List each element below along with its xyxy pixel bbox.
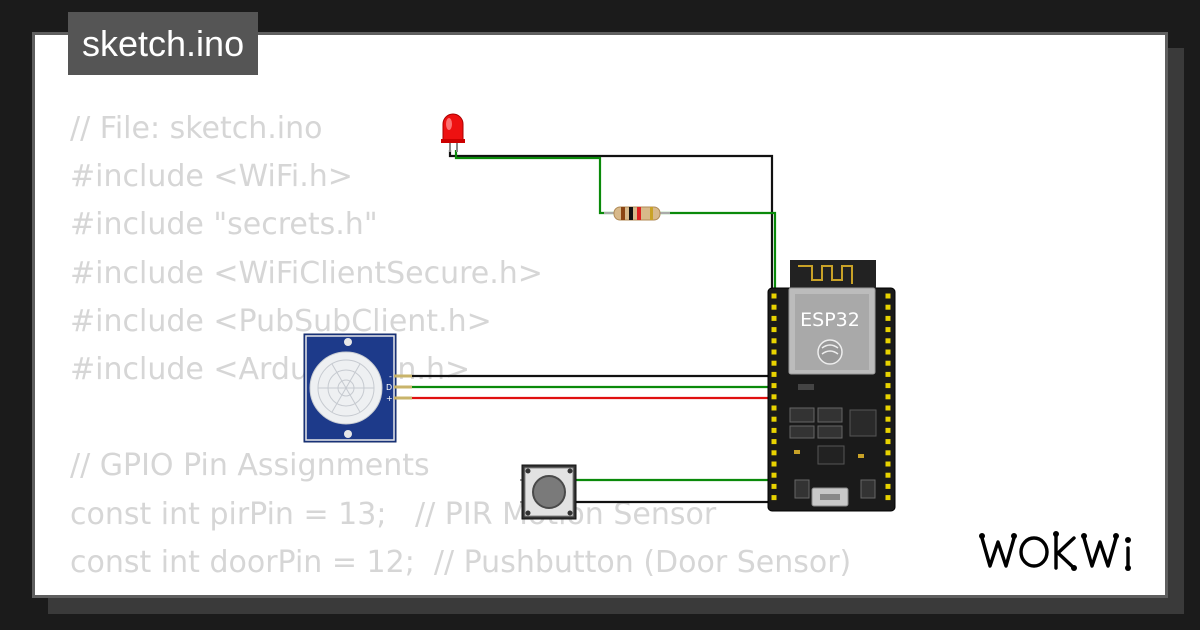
right-pin-header <box>885 293 891 501</box>
header-pin <box>771 371 777 377</box>
header-pin <box>771 427 777 433</box>
header-pin <box>771 349 777 355</box>
header-pin <box>771 304 777 310</box>
pushbutton-icon[interactable] <box>520 464 577 520</box>
board-label: ESP32 <box>800 309 860 331</box>
wire-resistor-board <box>660 211 777 300</box>
header-pin <box>885 293 891 299</box>
header-pin <box>885 394 891 400</box>
code-line-5: #include <PubSubClient.h> <box>70 303 492 339</box>
header-pin <box>771 483 777 489</box>
header-pin <box>771 405 777 411</box>
header-pin <box>885 483 891 489</box>
wire-led-gnd <box>448 150 774 300</box>
wires <box>410 150 778 504</box>
header-pin <box>771 472 777 478</box>
resistor-icon[interactable] <box>604 206 670 221</box>
pir-pin-gnd-label: - <box>389 372 392 381</box>
header-pin <box>771 338 777 344</box>
header-pin <box>771 327 777 333</box>
esp32-board-icon[interactable]: ESP32 <box>767 260 896 512</box>
header-pin <box>885 338 891 344</box>
header-pin <box>771 315 777 321</box>
header-pin <box>771 495 777 501</box>
header-pin <box>885 416 891 422</box>
code-line-1: // File: sketch.ino <box>70 111 323 146</box>
header-pin <box>885 439 891 445</box>
wire-led-resistor <box>454 150 614 215</box>
pir-sensor-icon[interactable]: - D + <box>303 333 412 443</box>
code-line-8: // GPIO Pin Assignments <box>70 448 430 484</box>
header-pin <box>885 371 891 377</box>
header-pin <box>885 450 891 456</box>
header-pin <box>885 315 891 321</box>
preview-card: // File: sketch.ino #include <WiFi.h> #inc… <box>32 32 1168 598</box>
code-preview: // File: sketch.ino #include <WiFi.h> #inc… <box>70 105 852 595</box>
header-pin <box>885 427 891 433</box>
header-pin <box>885 461 891 467</box>
pir-pin-vcc-label: + <box>386 394 393 403</box>
header-pin <box>771 394 777 400</box>
header-pin <box>771 416 777 422</box>
header-pin <box>885 349 891 355</box>
pir-pin-data-label: D <box>386 383 392 392</box>
header-pin <box>885 495 891 501</box>
code-line-4: #include <WiFiClientSecure.h> <box>70 255 543 291</box>
header-pin <box>885 405 891 411</box>
header-pin <box>771 360 777 366</box>
header-pin <box>885 383 891 389</box>
wokwi-logo <box>979 531 1131 571</box>
header-pin <box>885 304 891 310</box>
code-line-10: const int doorPin = 12; // Pushbutton (D… <box>70 544 852 580</box>
code-line-3: #include "secrets.h" <box>70 207 378 243</box>
header-pin <box>885 472 891 478</box>
file-title-tab: sketch.ino <box>68 12 259 75</box>
header-pin <box>771 293 777 299</box>
header-pin <box>771 450 777 456</box>
code-line-11: const int ledPin = 14; // Red LED <box>70 587 851 595</box>
header-pin <box>771 461 777 467</box>
left-pin-header <box>771 293 777 501</box>
led-red-icon[interactable] <box>441 113 465 152</box>
header-pin <box>771 383 777 389</box>
header-pin <box>771 439 777 445</box>
header-pin <box>885 360 891 366</box>
code-line-2: #include <WiFi.h> <box>70 159 353 195</box>
header-pin <box>885 327 891 333</box>
